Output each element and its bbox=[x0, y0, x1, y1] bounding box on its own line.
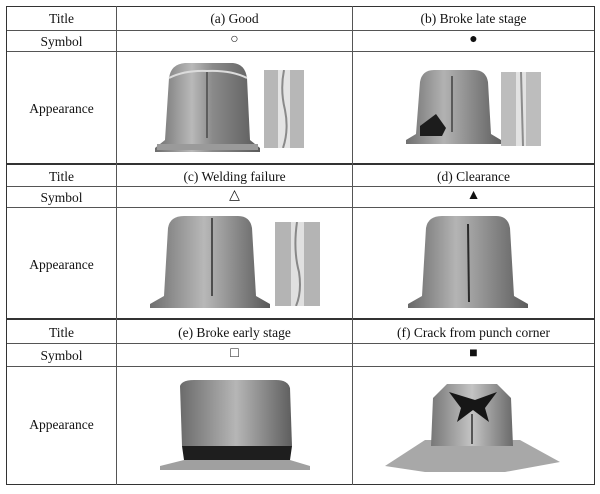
row-label-title: Title bbox=[48, 325, 75, 340]
column-divider bbox=[352, 6, 353, 485]
specimen-photo-clearance bbox=[408, 216, 528, 308]
weld-closeup-welding-failure bbox=[275, 222, 320, 306]
sample-title-e: (e) Broke early stage bbox=[178, 325, 291, 340]
row-label-appearance: Appearance bbox=[29, 257, 94, 272]
sample-title-d: (d) Clearance bbox=[436, 169, 511, 184]
table-border-right bbox=[594, 6, 595, 485]
block-divider bbox=[6, 163, 595, 165]
symbol-open-circle: ○ bbox=[230, 32, 239, 47]
row-divider bbox=[6, 51, 595, 52]
table-border-top bbox=[6, 6, 595, 7]
block-divider bbox=[6, 318, 595, 320]
row-label-title: Title bbox=[48, 169, 75, 184]
specimen-photo-good bbox=[155, 63, 260, 152]
row-label-appearance: Appearance bbox=[29, 101, 94, 116]
weld-closeup-broke-late bbox=[501, 72, 541, 146]
symbol-open-square: □ bbox=[230, 346, 239, 361]
symbol-filled-circle: ● bbox=[469, 32, 478, 47]
row-label-title: Title bbox=[48, 11, 75, 26]
sample-title-a: (a) Good bbox=[210, 11, 259, 26]
row-divider bbox=[6, 207, 595, 208]
symbol-filled-square: ■ bbox=[469, 346, 478, 361]
specimen-photo-broke-early bbox=[160, 380, 310, 470]
row-divider bbox=[6, 30, 595, 31]
row-label-symbol: Symbol bbox=[40, 190, 83, 205]
row-divider bbox=[6, 343, 595, 344]
symbol-filled-triangle: ▲ bbox=[466, 188, 481, 203]
specimen-photo-welding-failure bbox=[150, 216, 270, 308]
symbol-open-triangle: △ bbox=[229, 188, 240, 203]
row-label-symbol: Symbol bbox=[40, 34, 83, 49]
table-border-bottom bbox=[6, 484, 595, 485]
row-divider bbox=[6, 186, 595, 187]
specimen-photo-crack-corner bbox=[385, 384, 560, 472]
sample-title-b: (b) Broke late stage bbox=[420, 11, 527, 26]
specimen-photo-broke-late bbox=[406, 70, 501, 144]
sample-title-c: (c) Welding failure bbox=[183, 169, 286, 184]
sample-title-f: (f) Crack from punch corner bbox=[397, 325, 550, 340]
column-divider bbox=[116, 6, 117, 485]
row-label-symbol: Symbol bbox=[40, 348, 83, 363]
row-label-appearance: Appearance bbox=[29, 417, 94, 432]
weld-closeup-good bbox=[264, 70, 304, 148]
table-border-left bbox=[6, 6, 7, 485]
row-divider bbox=[6, 366, 595, 367]
